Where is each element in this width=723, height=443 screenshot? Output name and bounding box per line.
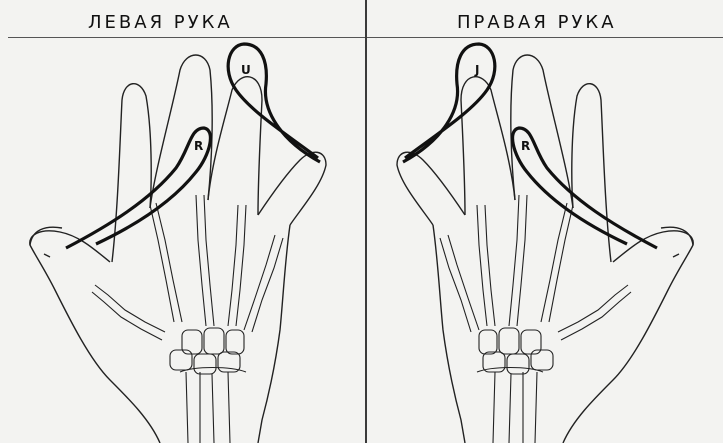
right-ulnar-loop-label: J [474,63,479,77]
right-radial-loop-label: R [521,139,530,153]
right-hand-drawing: J R [367,0,723,443]
left-loops [66,44,320,248]
right-hand-outline [397,55,693,443]
left-hand-panel: ЛЕВАЯ РУКА [0,0,366,443]
left-radial-loop-label: R [194,139,203,153]
right-hand-panel: ПРАВАЯ РУКА [367,0,723,443]
left-hand-drawing: U R [0,0,366,443]
left-hand-outline [30,55,326,443]
left-ulnar-loop-label: U [241,63,251,77]
